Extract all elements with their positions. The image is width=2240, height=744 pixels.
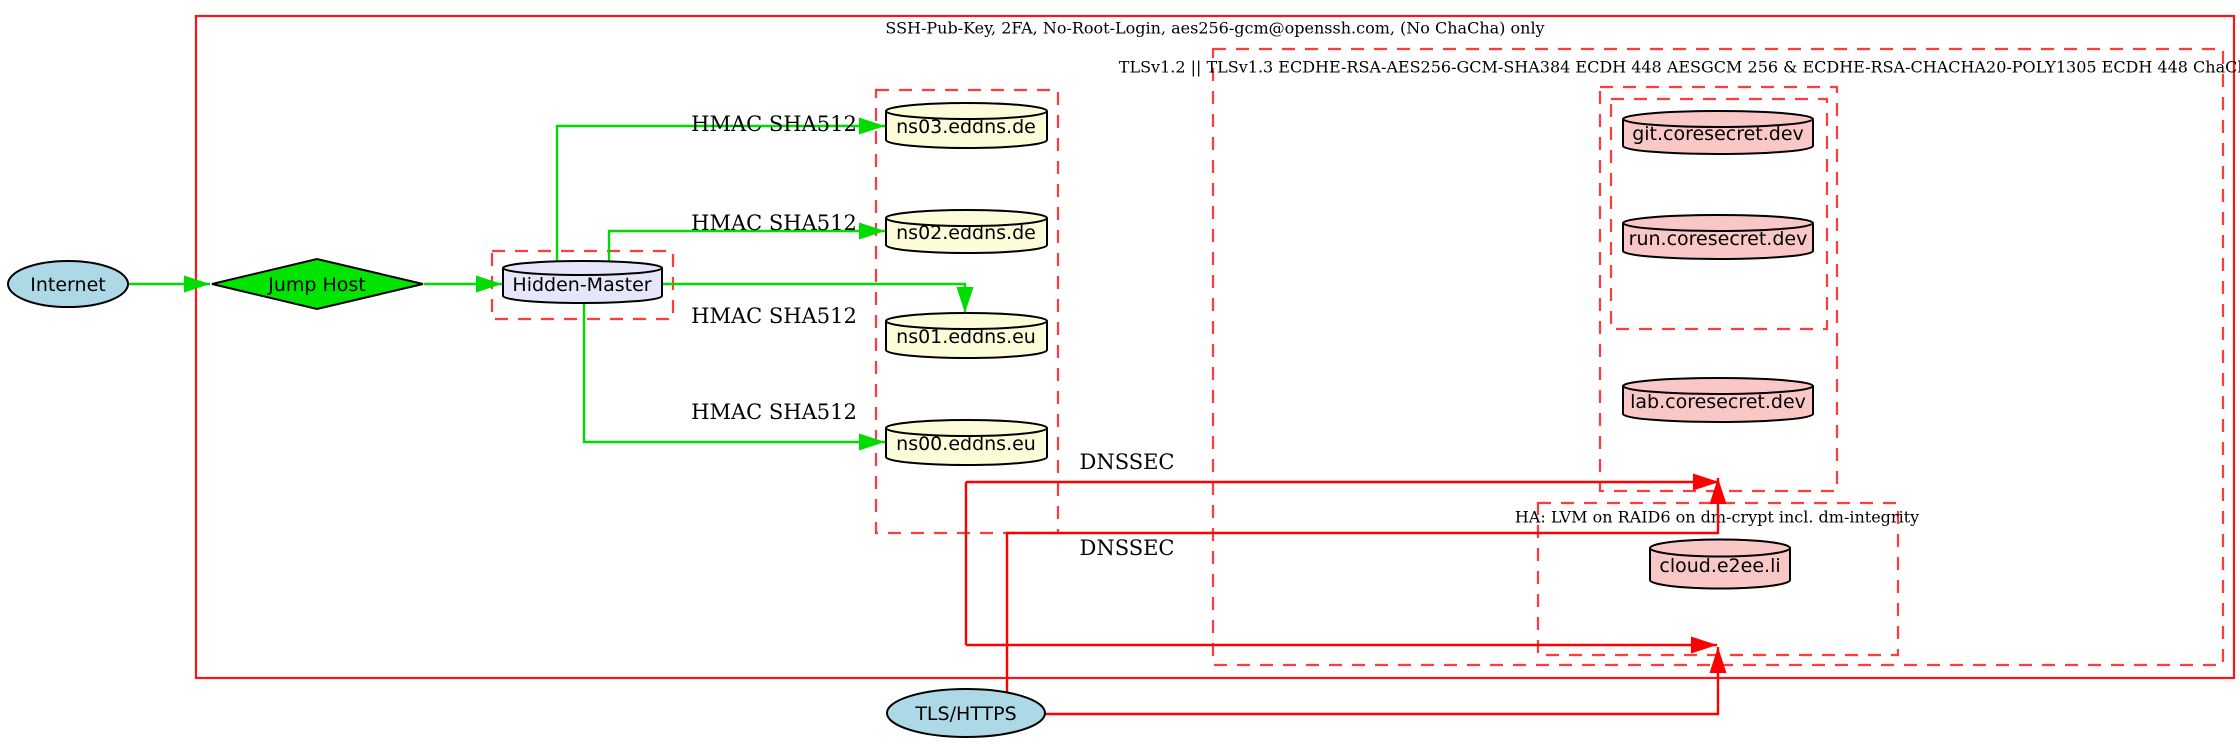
- ns01-cylinder-top: [885, 320, 1048, 330]
- hidden-master-cylinder-top: [502, 267, 663, 276]
- node-hidden-master: Hidden-Master: [502, 260, 663, 304]
- internet-label: Internet: [30, 274, 105, 296]
- edge-hiddenmaster-ns01: [662, 282, 974, 313]
- node-ns00: ns00.eddns.eu: [885, 419, 1048, 466]
- edge-hiddenmaster-ns00: [582, 302, 885, 451]
- tls-https-label: TLS/HTTPS: [914, 703, 1016, 725]
- ns00-cylinder: [885, 419, 1048, 466]
- node-cloud: cloud.e2ee.li: [1649, 538, 1791, 590]
- lab-label: lab.coresecret.dev: [1630, 391, 1806, 413]
- node-run: run.coresecret.dev: [1622, 214, 1814, 260]
- cluster-tls-box: [1211, 47, 2225, 667]
- cluster-ns-box: [874, 88, 1060, 535]
- node-tls-https: TLS/HTTPS: [886, 688, 1046, 738]
- jump-host-label: Jump Host: [267, 274, 366, 296]
- node-ns02: ns02.eddns.de: [885, 209, 1048, 254]
- lab-cylinder-top: [1622, 385, 1814, 395]
- tls-https-ellipse: [886, 688, 1046, 738]
- ns00-label: ns00.eddns.eu: [896, 433, 1036, 455]
- cluster-ssh-label: SSH-Pub-Key, 2FA, No-Root-Login, aes256-…: [885, 19, 1544, 38]
- ns00-cylinder-top: [885, 427, 1048, 437]
- node-lab: lab.coresecret.dev: [1622, 377, 1814, 423]
- ns03-label: ns03.eddns.de: [896, 116, 1036, 138]
- cluster-ssh-box: [194, 14, 2236, 680]
- edge-label-hmac-2: HMAC SHA512: [691, 211, 857, 235]
- edge-hiddenmaster-ns03: [555, 117, 885, 262]
- run-cylinder-top: [1622, 222, 1814, 232]
- ns02-cylinder: [885, 209, 1048, 254]
- node-internet: Internet: [7, 260, 129, 308]
- edge-tlshttps-to-ha: [1045, 647, 1727, 716]
- node-ns01: ns01.eddns.eu: [885, 312, 1048, 359]
- cloud-label: cloud.e2ee.li: [1659, 555, 1780, 577]
- node-ns03: ns03.eddns.de: [885, 102, 1048, 149]
- run-cylinder: [1622, 214, 1814, 260]
- ns02-cylinder-top: [885, 217, 1048, 227]
- cluster-gitrun-box: [1609, 97, 1829, 331]
- cluster-tls-label: TLSv1.2 || TLSv1.3 ECDHE-RSA-AES256-GCM-…: [1119, 58, 2240, 77]
- internet-ellipse: [7, 260, 129, 308]
- cloud-cylinder-top: [1649, 547, 1791, 558]
- run-label: run.coresecret.dev: [1629, 228, 1808, 250]
- edge-label-hmac-3: HMAC SHA512: [691, 304, 857, 328]
- git-cylinder-top: [1622, 118, 1814, 128]
- git-cylinder: [1622, 110, 1814, 155]
- jump-host-diamond: [211, 257, 424, 311]
- edge-tlshttps-to-coresecret: [1005, 478, 1727, 692]
- edge-label-dnssec-2: DNSSEC: [1079, 536, 1174, 560]
- ns03-cylinder: [885, 102, 1048, 149]
- ns01-cylinder: [885, 312, 1048, 359]
- hidden-master-cylinder: [502, 260, 663, 304]
- edge-label-hmac-4: HMAC SHA512: [691, 400, 857, 424]
- node-jump-host: Jump Host: [211, 257, 424, 311]
- hidden-master-label: Hidden-Master: [512, 274, 651, 296]
- edge-label-dnssec-1: DNSSEC: [1079, 450, 1174, 474]
- lab-cylinder: [1622, 377, 1814, 423]
- ns02-label: ns02.eddns.de: [896, 222, 1036, 244]
- ns01-label: ns01.eddns.eu: [896, 326, 1036, 348]
- git-label: git.coresecret.dev: [1632, 123, 1804, 145]
- edge-hiddenmaster-ns02: [607, 222, 885, 262]
- cloud-cylinder: [1649, 538, 1791, 590]
- node-git: git.coresecret.dev: [1622, 110, 1814, 155]
- edge-label-hmac-1: HMAC SHA512: [691, 112, 857, 136]
- ns03-cylinder-top: [885, 110, 1048, 120]
